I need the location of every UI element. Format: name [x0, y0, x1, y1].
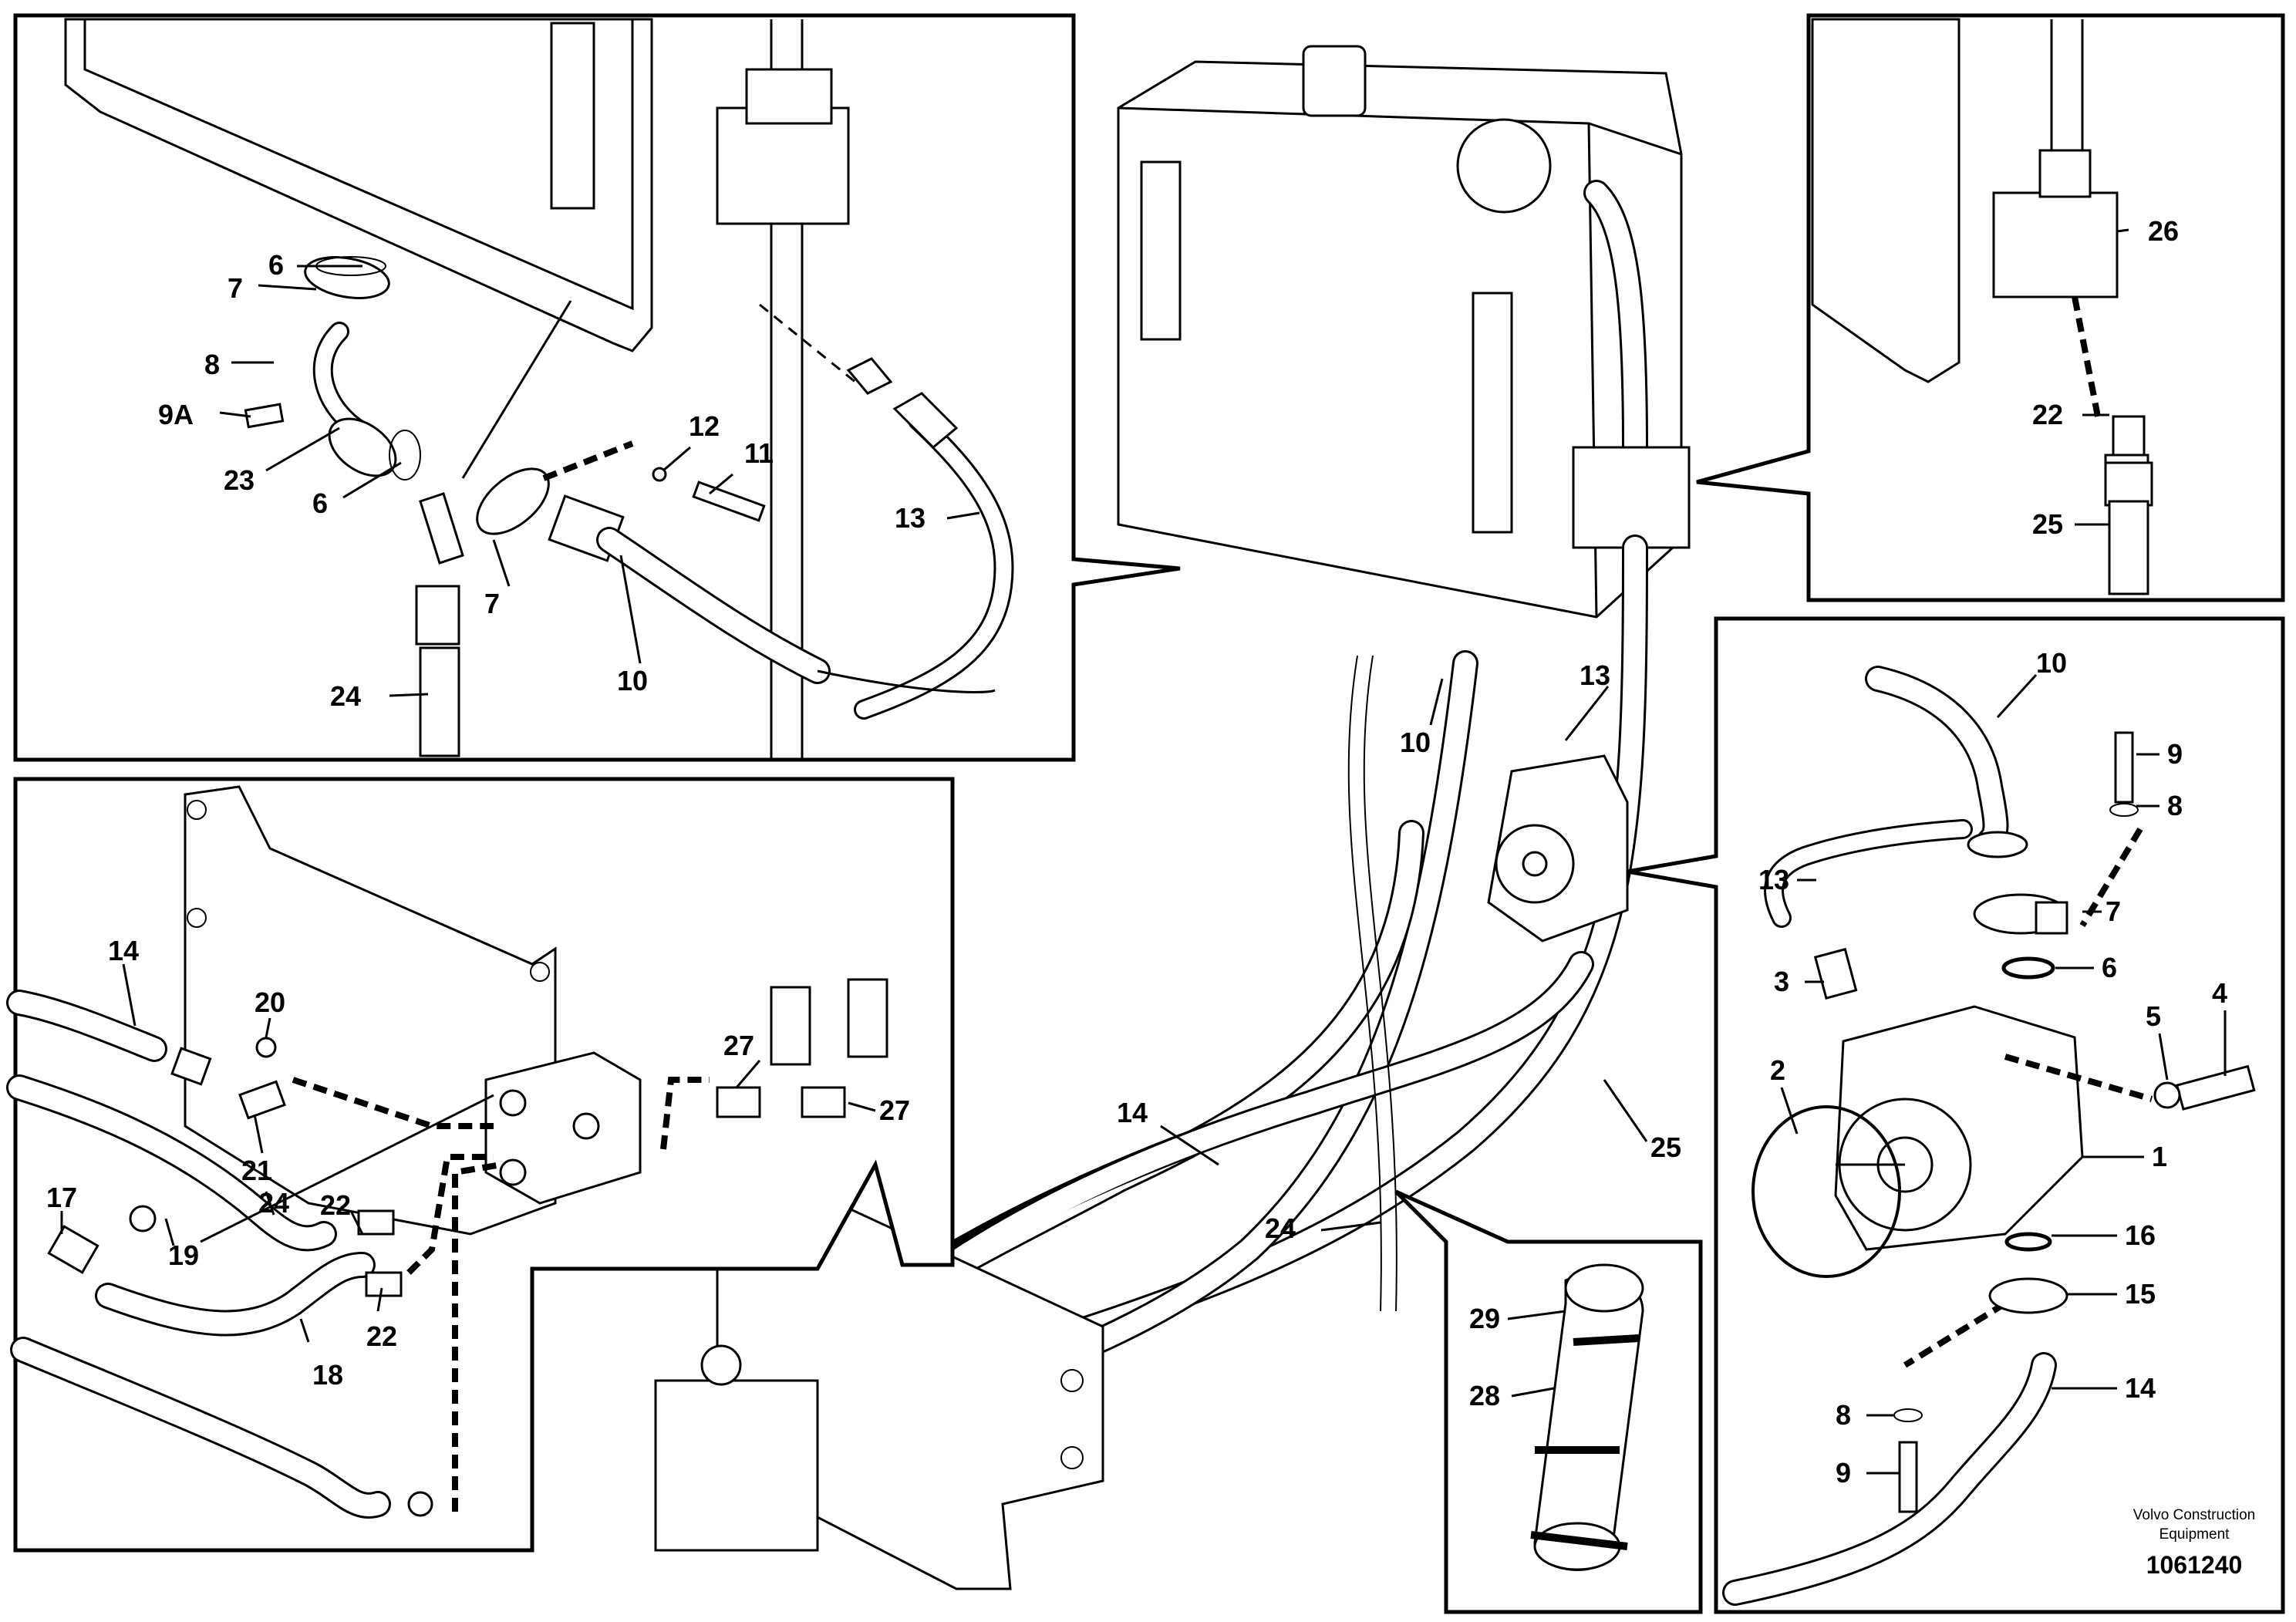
bl-callout-14: 14 — [108, 935, 139, 966]
rp-callout-8b: 8 — [1836, 1399, 1851, 1431]
bl-callout-22b: 22 — [366, 1320, 397, 1352]
rp-callout-9a: 9 — [2167, 738, 2183, 770]
bl-callout-19: 19 — [168, 1239, 199, 1271]
rp-callout-7: 7 — [2106, 895, 2121, 927]
doc-number: 1061240 — [2146, 1551, 2243, 1579]
rp-callout-1: 1 — [2152, 1141, 2167, 1172]
main-callout-10: 10 — [1400, 727, 1431, 758]
tl-callout-10: 10 — [617, 665, 648, 696]
tl-callout-23: 23 — [224, 464, 255, 496]
tl-callout-12: 12 — [689, 410, 720, 442]
tl-callout-9a: 9A — [158, 399, 194, 430]
tl-callout-6b: 6 — [312, 487, 328, 519]
rp-callout-2: 2 — [1770, 1054, 1785, 1086]
right-pump-detail: 10 9 8 13 7 3 6 5 4 2 1 16 15 14 8 9 Vol… — [1627, 616, 2285, 1614]
main-assembly-view: 13 10 14 24 25 — [654, 45, 1691, 1590]
rp-callout-10: 10 — [2036, 647, 2067, 679]
tl-callout-6a: 6 — [268, 249, 284, 281]
bottom-center-detail: 29 28 — [1394, 1189, 1703, 1614]
tl-callout-8: 8 — [204, 349, 220, 380]
main-callout-24: 24 — [1265, 1212, 1296, 1244]
main-bracket — [654, 1171, 1104, 1590]
brand-line-2: Equipment — [2159, 1526, 2230, 1543]
rp-callout-15: 15 — [2125, 1278, 2156, 1310]
tl-callout-13: 13 — [895, 502, 925, 534]
bl-callout-20: 20 — [255, 986, 285, 1018]
rp-callout-4: 4 — [2212, 977, 2227, 1009]
rp-callout-13: 13 — [1758, 864, 1789, 895]
bottom-left-detail: 14 20 21 24 22 17 19 18 22 27 27 — [6, 777, 955, 1553]
bl-callout-24: 24 — [258, 1187, 289, 1219]
bl-callout-18: 18 — [312, 1359, 343, 1391]
top-right-detail: 26 22 25 — [1696, 13, 2285, 602]
tl-callout-11: 11 — [744, 437, 774, 469]
tl-callout-24: 24 — [330, 680, 361, 712]
tl-callout-7b: 7 — [484, 588, 500, 619]
main-callout-25: 25 — [1650, 1131, 1681, 1163]
bc-callout-29: 29 — [1469, 1303, 1500, 1334]
rp-callout-14: 14 — [2125, 1372, 2156, 1404]
rp-callout-8a: 8 — [2167, 790, 2183, 821]
bl-callout-21: 21 — [241, 1155, 272, 1186]
rp-callout-16: 16 — [2125, 1219, 2156, 1251]
tr-callout-22: 22 — [2032, 399, 2063, 430]
rp-callout-9b: 9 — [1836, 1457, 1851, 1489]
tl-callout-7a: 7 — [228, 272, 243, 304]
rp-callout-3: 3 — [1774, 966, 1789, 997]
tr-callout-25: 25 — [2032, 508, 2063, 540]
main-pump — [1487, 754, 1629, 943]
bl-callout-27b: 27 — [879, 1094, 910, 1126]
hydraulic-tank — [1117, 45, 1691, 619]
main-callout-13: 13 — [1580, 659, 1610, 691]
rp-callout-5: 5 — [2146, 1000, 2161, 1032]
bl-callout-22a: 22 — [320, 1189, 351, 1221]
bl-callout-27a: 27 — [723, 1030, 754, 1061]
rp-callout-6: 6 — [2102, 952, 2117, 983]
main-callout-14: 14 — [1117, 1097, 1148, 1128]
tr-callout-26: 26 — [2148, 215, 2179, 247]
brand-line-1: Volvo Construction — [2133, 1507, 2255, 1523]
top-left-detail: 6 7 8 9A 23 6 7 24 10 12 11 13 — [13, 13, 1181, 762]
bc-callout-28: 28 — [1469, 1380, 1500, 1411]
bl-callout-17: 17 — [46, 1182, 77, 1213]
